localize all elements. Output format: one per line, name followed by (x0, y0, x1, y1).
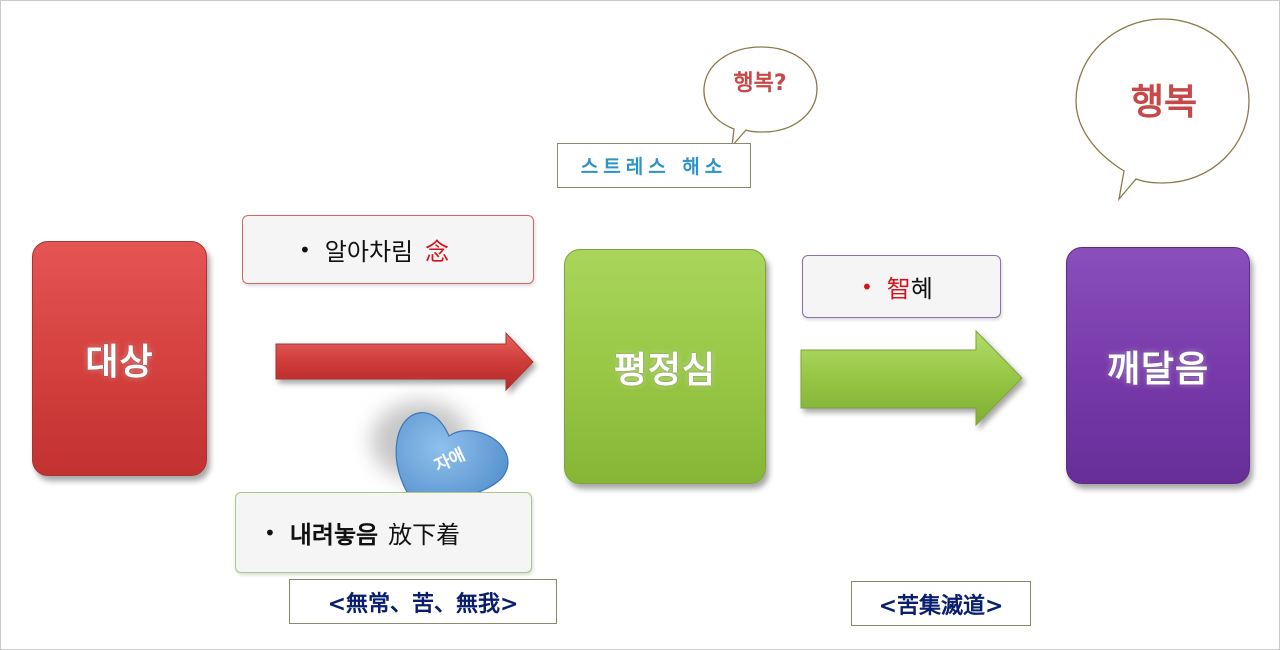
bullet: • (299, 237, 311, 262)
three-marks-tag: <無常、苦、無我> (289, 579, 557, 624)
wisdom-box: • 智 혜 (802, 255, 1001, 318)
wisdom-hanja: 智 (886, 275, 911, 303)
arrow-right-icon (800, 329, 1023, 427)
object-block: 대상 (32, 241, 207, 476)
bullet: • (861, 274, 873, 299)
mindfulness-box: • 알아차림 念 (242, 215, 534, 284)
mindfulness-hanja: 念 (425, 238, 450, 266)
speech-bubble-icon (703, 46, 818, 149)
four-truths-tag: <苦集滅道> (851, 581, 1031, 626)
object-label: 대상 (85, 341, 154, 383)
bullet: • (264, 520, 276, 545)
heart-icon (395, 411, 509, 514)
small-bubble-text: 행복? (733, 71, 787, 96)
equanimity-label: 평정심 (613, 349, 717, 391)
four-truths-text: <苦集滅道> (878, 593, 1004, 619)
stress-relief-text: 스트레스 해소 (580, 156, 728, 178)
enlightenment-label: 깨달음 (1106, 348, 1210, 390)
arrow-right-icon (275, 331, 534, 392)
letting-go-text: 내려놓음 (289, 521, 379, 549)
equanimity-block: 평정심 (564, 249, 766, 484)
letting-go-box: • 내려놓음 放下着 (235, 492, 532, 573)
three-marks-text: <無常、苦、無我> (327, 591, 519, 617)
mindfulness-text: 알아차림 (324, 238, 414, 266)
stress-relief-tag: 스트레스 해소 (557, 143, 751, 188)
wisdom-text: 혜 (910, 275, 933, 303)
letting-go-hanja: 放下着 (388, 521, 461, 549)
enlightenment-block: 깨달음 (1066, 247, 1250, 484)
speech-bubble-icon (1075, 18, 1250, 202)
large-bubble-text: 행복 (1130, 82, 1198, 123)
